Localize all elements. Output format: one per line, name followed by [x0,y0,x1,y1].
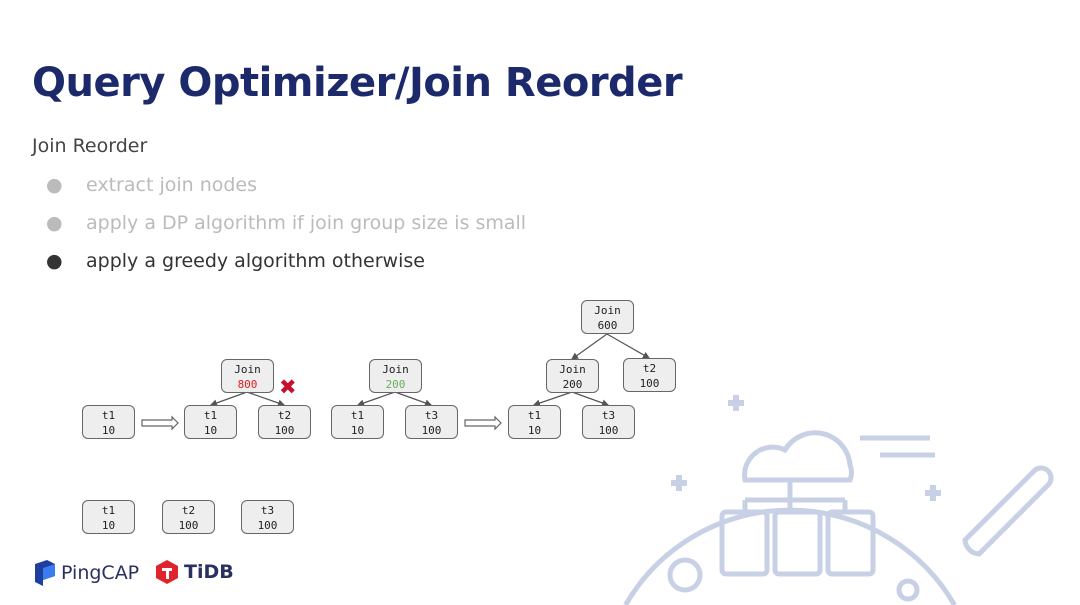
page-title: Query Optimizer/Join Reorder [32,60,683,106]
tidb-logo-icon [156,560,178,584]
bullet-text: apply a DP algorithm if join group size … [86,212,527,234]
bullet-icon: ● [46,212,63,234]
pingcap-logo-text: PingCAP [61,562,140,584]
bullet-icon: ● [46,174,63,196]
reject-x-icon: ✖ [279,375,297,399]
bullet-icon: ● [46,250,63,272]
tidb-logo: TiDB [156,560,234,584]
tidb-logo-text: TiDB [184,561,234,583]
pingcap-logo-icon [35,560,55,586]
transition-arrow [141,415,502,431]
section-subtitle: Join Reorder [32,135,148,157]
bullet-text: apply a greedy algorithm otherwise [86,250,425,272]
bullet-text: extract join nodes [86,174,258,196]
pingcap-logo: PingCAP [35,560,139,586]
